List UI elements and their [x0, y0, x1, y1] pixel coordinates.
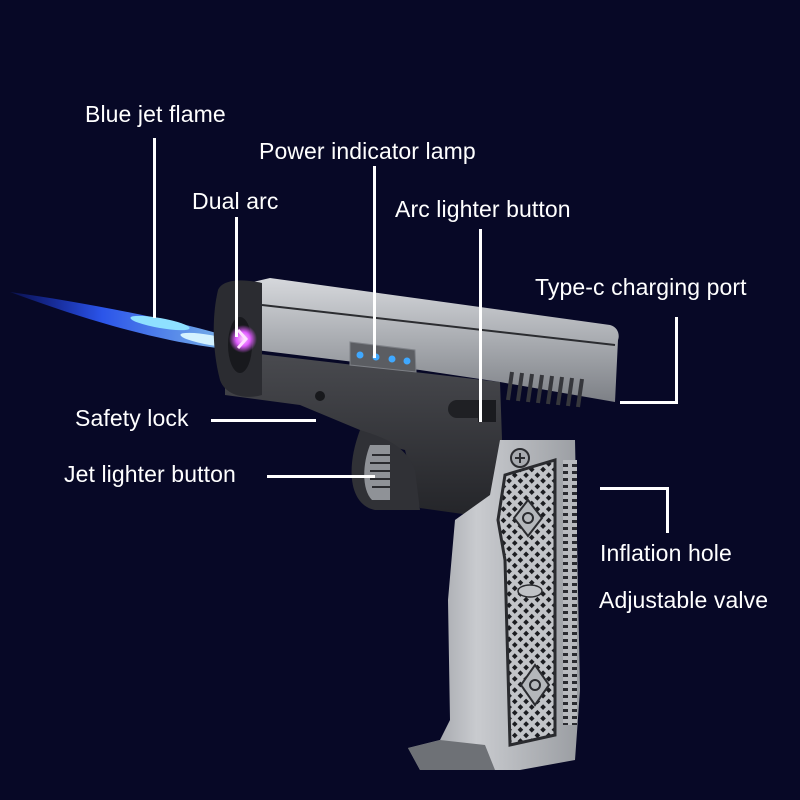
callout-line-type-c-charging-port-h — [620, 401, 678, 404]
callout-label-type-c-charging-port: Type-c charging port — [535, 274, 747, 300]
callout-label-safety-lock: Safety lock — [75, 405, 189, 431]
callout-line-safety-lock — [211, 419, 316, 422]
arc-lighter-button-shape — [448, 400, 496, 422]
callout-line-dual-arc — [235, 217, 238, 337]
power-indicator-panel — [349, 341, 417, 373]
callout-line-type-c-charging-port — [675, 317, 678, 404]
jet-flame — [10, 292, 240, 350]
lighter-slide — [240, 278, 619, 402]
callout-label-arc-lighter-button: Arc lighter button — [395, 196, 571, 222]
callout-line-arc-lighter-button — [479, 229, 482, 422]
jet-lighter-button-shape — [364, 445, 390, 500]
callout-line-inflation-hole — [666, 487, 669, 533]
callout-label-blue-jet-flame: Blue jet flame — [85, 101, 226, 127]
slide-serrations — [506, 371, 584, 408]
callout-line-blue-jet-flame — [153, 138, 156, 318]
lighter-frame — [225, 350, 505, 525]
callout-line-jet-lighter-button — [267, 475, 375, 478]
callout-label-jet-lighter-button: Jet lighter button — [64, 461, 236, 487]
dual-arc-glow — [229, 325, 257, 353]
callout-label-power-indicator-lamp: Power indicator lamp — [259, 138, 476, 164]
grip-emblem — [517, 584, 543, 598]
callout-label-dual-arc: Dual arc — [192, 188, 279, 214]
callout-label-inflation-hole: Inflation hole — [600, 540, 732, 566]
callout-line-inflation-hole-h — [600, 487, 668, 490]
callout-label-adjustable-valve: Adjustable valve — [599, 587, 769, 613]
callout-line-power-indicator-lamp — [373, 166, 376, 358]
